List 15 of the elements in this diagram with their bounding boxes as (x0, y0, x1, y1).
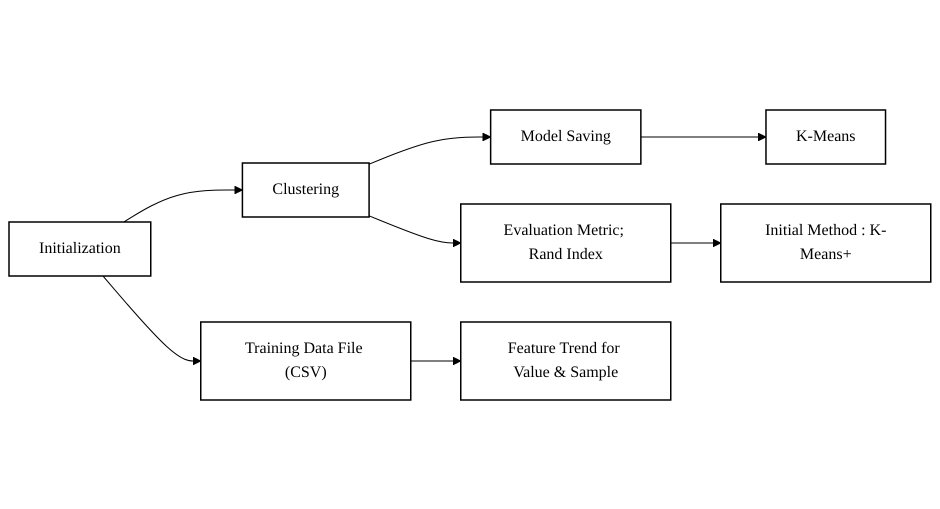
node-box: Initialization (8, 220, 152, 276)
node-box: Evaluation Metric; Rand Index (460, 202, 672, 282)
arrow (368, 132, 492, 164)
node-box: Initial Method : K-Means+ (720, 202, 932, 282)
arrow (410, 356, 462, 365)
node-box: K-Means (765, 108, 886, 164)
arrow (670, 238, 722, 247)
arrow (123, 185, 243, 222)
arrow (640, 132, 766, 141)
node-box: Training Data File (CSV) (200, 320, 412, 400)
arrow (368, 214, 462, 247)
node-box: Model Saving (490, 108, 642, 164)
node-box: Feature Trend for Value & Sample (460, 320, 672, 400)
arrow (102, 275, 202, 365)
node-box: Clustering (242, 162, 370, 218)
